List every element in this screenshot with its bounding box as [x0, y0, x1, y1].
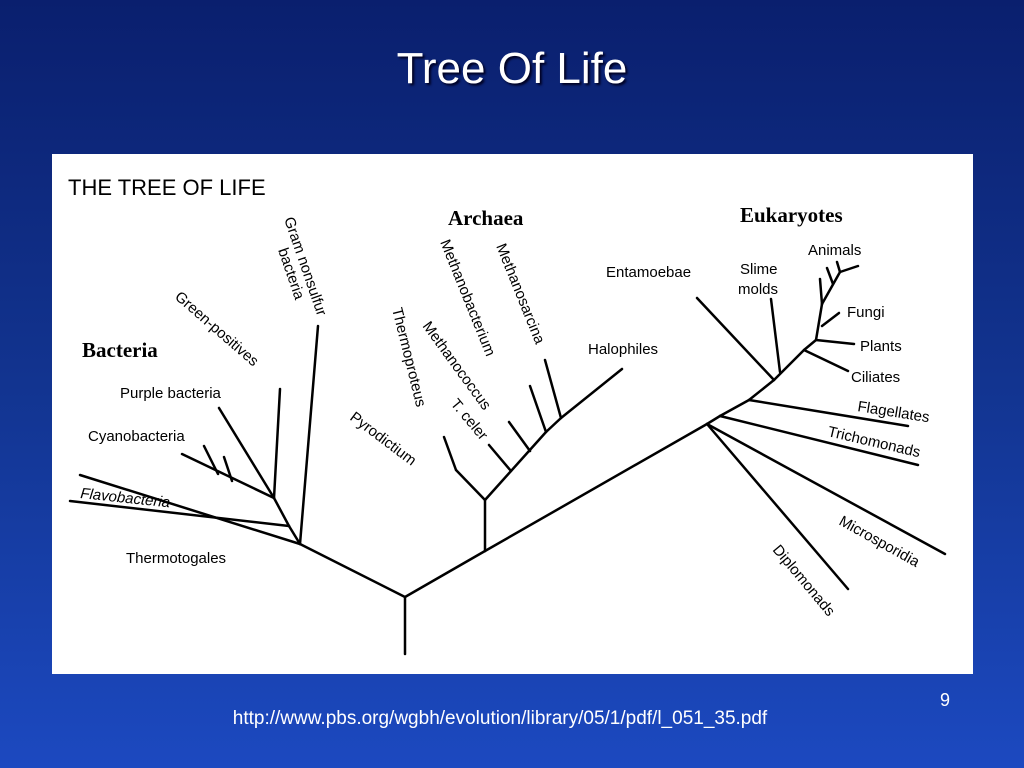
branch-crown — [747, 378, 776, 402]
branch-bacteria-stem — [298, 542, 407, 599]
branch-methanobacterium — [528, 384, 548, 434]
branch-crown4 — [814, 302, 824, 342]
taxon-label-slime-molds-1: Slime — [740, 261, 778, 278]
taxon-label-fungi: Fungi — [847, 304, 885, 321]
branch-plants — [814, 338, 856, 346]
branch-pyrodictium — [454, 468, 487, 502]
group-label-eukaryotes: Eukaryotes — [740, 203, 843, 227]
branch-thermotogales — [78, 473, 302, 546]
branch-euk-stem2 — [718, 398, 751, 418]
taxon-label-plants: Plants — [860, 338, 902, 355]
slide-number: 9 — [939, 690, 950, 710]
branch-gram-nonsulfur — [298, 324, 320, 546]
taxon-label-ciliates: Ciliates — [851, 369, 900, 386]
taxon-label-purple-bacteria: Purple bacteria — [120, 385, 222, 402]
branch-crown2 — [772, 348, 806, 382]
branch-methanococcus — [507, 420, 532, 453]
taxon-label-diplomonads: Diplomonads — [769, 542, 838, 620]
branch-diplomonads — [705, 422, 850, 591]
taxon-label-halophiles: Halophiles — [588, 341, 658, 358]
branch-animals-a — [818, 277, 824, 306]
branch-animals-b — [825, 266, 835, 286]
branch-euk-stem — [705, 414, 722, 426]
taxon-label-animals: Animals — [808, 242, 861, 259]
branch-halophiles — [559, 367, 624, 420]
taxon-label-flagellates: Flagellates — [856, 398, 930, 426]
tree-branches — [68, 260, 947, 656]
group-label-archaea: Archaea — [448, 206, 524, 230]
branch-animals-c — [835, 260, 842, 274]
branch-methanosarcina — [543, 358, 563, 420]
branch-animals-d — [838, 264, 860, 274]
branch-green-positives — [272, 387, 282, 500]
branch-flagellates — [747, 398, 910, 428]
taxon-label-entamoebae: Entamoebae — [606, 264, 691, 281]
branch-cyanobacteria — [180, 452, 276, 500]
branch-archaea-upper — [544, 416, 563, 434]
branch-bacteria-inner — [287, 524, 302, 546]
branch-ciliates — [802, 348, 850, 373]
group-label-bacteria: Bacteria — [82, 338, 158, 362]
tree-of-life-diagram: THE TREE OF LIFE Bacteria Archaea Eukary… — [52, 154, 973, 674]
branch-archaea-right — [483, 430, 548, 502]
branch-trichomonads — [718, 414, 920, 467]
tree-svg: THE TREE OF LIFE Bacteria Archaea Eukary… — [68, 175, 947, 656]
taxon-label-pyrodictium: Pyrodictium — [347, 409, 420, 470]
branch-crown3 — [802, 338, 818, 352]
taxon-label-microsporidia: Microsporidia — [836, 513, 923, 571]
branch-archaea-eukarya-stem — [403, 549, 487, 599]
taxon-label-thermoproteus: Thermoproteus — [388, 306, 429, 409]
taxon-label-methanosarcina: Methanosarcina — [492, 241, 548, 347]
branch-purple-bacteria — [217, 406, 276, 500]
branch-cyano-twig1 — [202, 444, 220, 476]
branch-thermoproteus — [442, 435, 458, 472]
branch-microsporidia — [705, 422, 947, 556]
branch-bacteria-inner2 — [272, 496, 291, 528]
branch-t-celer — [487, 443, 513, 473]
branch-archaea-eukarya-join — [483, 422, 709, 553]
taxon-label-cyanobacteria: Cyanobacteria — [88, 428, 185, 445]
branch-cyano-twig2 — [222, 455, 234, 483]
branch-fungi — [820, 311, 841, 328]
taxon-label-slime-molds-2: molds — [738, 281, 778, 298]
diagram-heading: THE TREE OF LIFE — [68, 175, 266, 200]
taxon-label-thermotogales: Thermotogales — [126, 550, 226, 567]
taxon-label-green-positives: Green-positives — [171, 288, 261, 370]
branch-flavobacteria — [68, 499, 291, 528]
taxon-label-trichomonads: Trichomonads — [826, 423, 922, 461]
branch-entamoebae — [695, 296, 776, 382]
branch-animals-stem — [820, 270, 842, 306]
branch-slime-molds — [769, 297, 782, 374]
slide-title: Tree Of Life — [396, 44, 628, 93]
source-url: http://www.pbs.org/wgbh/evolution/librar… — [232, 708, 768, 729]
